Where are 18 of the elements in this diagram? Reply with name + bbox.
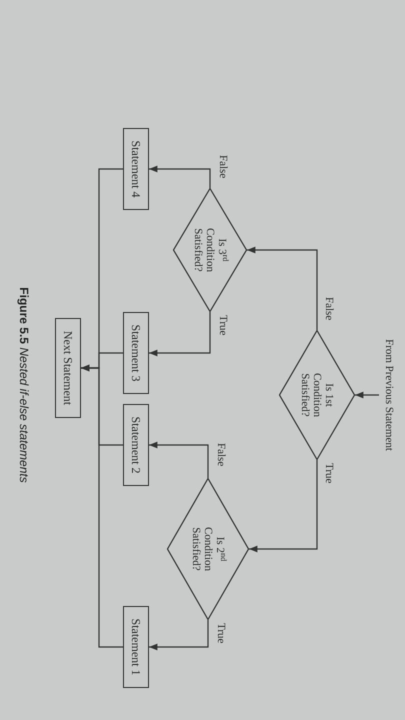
condition-text: Is 3$^{rd}$ Condition Satisfied? <box>192 226 228 274</box>
arrow <box>149 166 211 188</box>
start-text: From Previous Statement <box>379 325 399 465</box>
arrow <box>149 442 209 478</box>
statement-box: Statement 2 <box>123 404 149 486</box>
condition-text: Is 1st Condition Satisfied? <box>299 372 335 419</box>
statement-box: Statement 3 <box>123 312 149 394</box>
arrow <box>247 246 318 330</box>
condition-text: Is 2$^{nd}$ Condition Satisfied? <box>190 526 226 573</box>
arrow <box>81 364 123 648</box>
statement-box: Next Statement <box>55 318 81 418</box>
statement-box: Statement 1 <box>123 606 149 688</box>
arrow <box>355 392 379 398</box>
figure-caption: Figure 5.5 Nested if-else statements <box>16 286 32 485</box>
statement-box: Statement 4 <box>123 128 149 210</box>
arrow <box>149 620 209 650</box>
arrow <box>249 460 318 552</box>
arrow <box>149 312 211 356</box>
